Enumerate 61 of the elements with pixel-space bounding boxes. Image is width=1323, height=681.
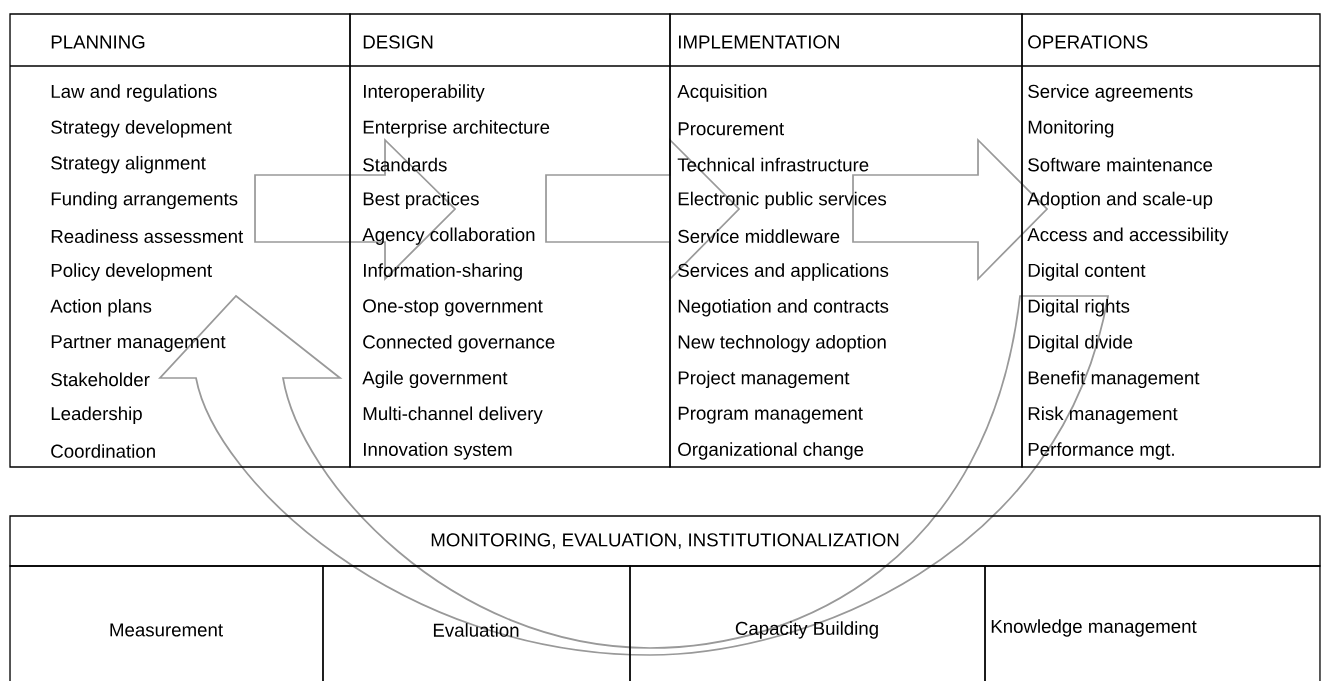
list-item: Strategy development (51, 120, 232, 138)
list-item: Procurement (678, 122, 784, 136)
list-item: Organizational change (678, 442, 864, 460)
list-item: Standards (363, 157, 447, 172)
list-item: Service middleware (678, 229, 840, 244)
list-item: Connected governance (363, 334, 555, 353)
block-arrow (254, 137, 457, 282)
list-item: Project management (678, 370, 850, 389)
list-item: Technical infrastructure (677, 157, 869, 172)
list-item: Multi-channel delivery (363, 406, 543, 424)
list-item: Stakeholder (51, 372, 150, 387)
list-item: Digital divide (1028, 334, 1133, 353)
table-cell: Knowledge management (984, 565, 1321, 681)
list-item: Adoption and scale-up (1027, 191, 1213, 210)
list-item: Digital content (1028, 263, 1146, 281)
column-header: IMPLEMENTATION (679, 35, 839, 49)
list-item: Agency collaboration (362, 227, 535, 245)
list-item: Negotiation and contracts (678, 299, 889, 317)
list-item: Strategy alignment (51, 155, 206, 174)
list-item: Leadership (51, 406, 142, 424)
list-item: Coordination (51, 444, 155, 458)
list-item: Services and applications (678, 263, 889, 281)
list-item: Policy development (51, 263, 212, 281)
list-item: Partner management (51, 335, 226, 352)
list-item: Acquisition (677, 84, 767, 102)
column-header: DESIGN (363, 35, 433, 49)
column-header: OPERATIONS (1028, 35, 1148, 49)
list-item: New technology adoption (678, 334, 886, 353)
list-item: Interoperability (364, 84, 485, 102)
table-column (669, 13, 1023, 468)
list-item: Information-sharing (364, 263, 522, 281)
table-column (349, 13, 671, 468)
list-item: Agile government (362, 370, 508, 389)
list-item: Funding arrangements (51, 191, 238, 210)
list-item: Software maintenance (1028, 157, 1213, 172)
block-arrow (545, 137, 741, 282)
table-cell: Measurement (9, 565, 324, 681)
list-item: Performance mgt. (1028, 442, 1174, 460)
table-column (9, 13, 351, 468)
list-item: Electronic public services (678, 191, 887, 210)
list-item: One-stop government (363, 299, 543, 317)
table-cell: Evaluation (322, 565, 631, 681)
list-item: Access and accessibility (1027, 227, 1229, 245)
list-item: Monitoring (1028, 120, 1114, 138)
block-arrow (852, 137, 1049, 282)
list-item: Law and regulations (51, 84, 217, 102)
list-item: Risk management (1028, 406, 1178, 424)
table-header: MONITORING, EVALUATION, INSTITUTIONALIZATION (9, 515, 1321, 567)
list-item: Best practices (363, 191, 479, 210)
list-item: Digital rights (1028, 299, 1130, 317)
list-item: Service agreements (1028, 84, 1193, 102)
list-item: Program management (678, 406, 863, 424)
list-item: Innovation system (364, 442, 512, 460)
table-column (1021, 13, 1321, 468)
list-item: Readiness assessment (51, 229, 244, 244)
column-header: PLANNING (51, 35, 145, 49)
list-item: Benefit management (1028, 370, 1200, 389)
curved-block-arrow (159, 295, 1109, 656)
list-item: Enterprise architecture (363, 120, 550, 138)
list-item: Action plans (50, 299, 152, 317)
table-cell: Capacity Building (629, 565, 986, 681)
